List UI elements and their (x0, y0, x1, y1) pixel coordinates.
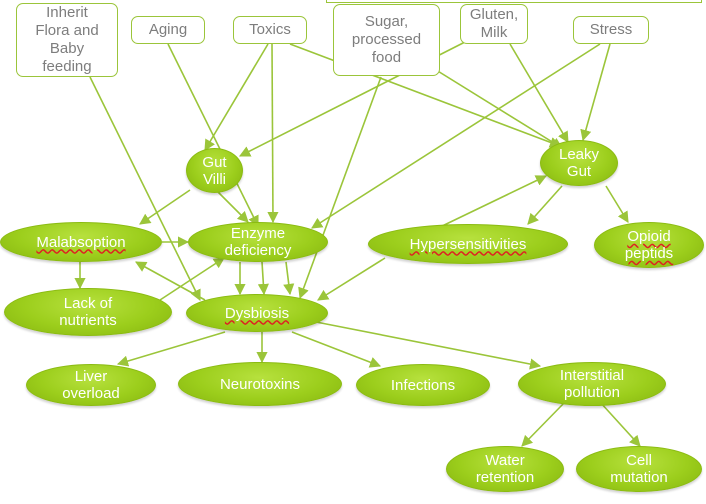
arrow-enzyme-dys-3 (283, 261, 295, 296)
arrow-enzyme-dys-2 (257, 261, 269, 296)
arrow-inter-cell (599, 401, 641, 447)
node-sugar: Sugar, processed food (333, 4, 440, 76)
arrow-toxics-enzyme (267, 43, 279, 224)
arrow-lack-enzyme (159, 257, 225, 301)
arrow-dys-malabs (135, 261, 206, 301)
node-cell-mutation: Cell mutation (576, 446, 702, 492)
arrow-sugar-leaky (419, 59, 563, 149)
node-neurotoxins: Neurotoxins (178, 362, 342, 406)
node-water-retention: Water retention (446, 446, 564, 492)
arrow-sugar-dysbiosis (298, 76, 382, 300)
node-aging: Aging (131, 16, 205, 44)
arrow-dys-infect (291, 331, 382, 368)
node-liver-overload: Liver overload (26, 364, 156, 406)
arrow-leaky-opioid (605, 185, 629, 223)
node-infections: Infections (356, 364, 490, 406)
opioid-label: Opioid peptids (624, 228, 674, 262)
malabsorption-label: Malabsoption (36, 233, 126, 251)
dysbiosis-label: Dysbiosis (224, 304, 290, 322)
node-inherit-flora: Inherit Flora and Baby feeding (16, 3, 118, 77)
arrow-inherit-dysbiosis (89, 76, 201, 302)
node-stress: Stress (573, 16, 649, 44)
arrow-dys-liver (116, 331, 226, 367)
arrow-dys-inter (315, 321, 542, 370)
node-enzyme-deficiency: Enzyme deficiency (188, 222, 328, 262)
node-interstitial-pollution: Interstitial pollution (518, 362, 666, 406)
node-gluten-milk: Gluten, Milk (460, 4, 528, 44)
top-border-fragment (326, 0, 702, 3)
node-malabsorption: Malabsoption (0, 222, 162, 262)
node-leaky-gut: Leaky Gut (540, 140, 618, 186)
node-gut-villi: Gut Villi (186, 148, 243, 193)
node-lack-of-nutrients: Lack of nutrients (4, 288, 172, 336)
arrow-stress-leaky (580, 43, 611, 142)
arrow-villi-enzyme (217, 191, 249, 223)
arrow-hyper-dys (317, 257, 386, 301)
node-dysbiosis: Dysbiosis (186, 294, 328, 332)
hypersensitivities-label: Hypersensitivities (409, 235, 527, 253)
arrow-villi-malabs (139, 189, 191, 225)
arrow-inter-water (521, 401, 566, 447)
node-opioid-peptids: Opioid peptids (594, 222, 704, 268)
arrow-gluten-leaky (509, 43, 569, 143)
node-toxics: Toxics (233, 16, 307, 44)
arrow-stress-enzyme (311, 43, 601, 229)
arrow-leaky-hyper (527, 185, 563, 225)
arrow-hyper-leaky (437, 175, 548, 229)
arrow-toxics-villi (204, 43, 269, 151)
node-hypersensitivities: Hypersensitivities (368, 224, 568, 264)
